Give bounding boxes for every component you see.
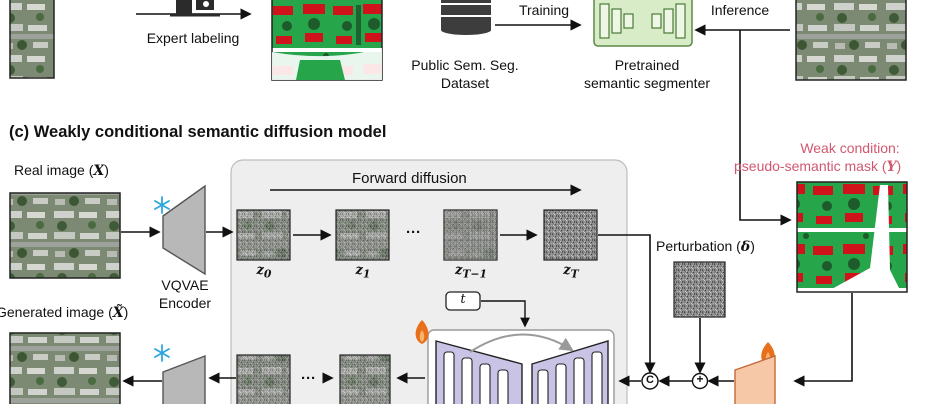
real-image-label: Real image (X) [14,162,109,179]
inference-label: Inference [710,2,770,18]
reverse-ellipsis: ··· [301,370,316,387]
pretrained-label-line1: Pretrained [614,57,680,73]
vqvae-encoder-block [162,184,206,276]
training-label: Training [518,2,570,18]
denoised-latent-2 [339,354,391,404]
latent-label-z0: z0 [256,263,272,281]
top-right-aerial-image [795,0,907,81]
time-step-label: t [460,292,466,307]
forward-diffusion-label: Forward diffusion [352,170,467,187]
vqvae-decoder-block [162,354,206,404]
latent-label-z1: z1 [355,263,371,281]
weak-condition-label-line1: Weak condition: [800,140,900,156]
generated-image [9,332,121,404]
time-step-box [445,291,481,311]
weak-condition-label-line2: pseudo-semantic mask (Y) [734,158,902,175]
latent-label-zT: zT [563,263,579,281]
latent-z0 [236,209,291,261]
public-dataset-label-line2: Dataset [440,75,490,91]
snowflake-icon [154,196,170,214]
mask-to-cond-encoder-line [793,293,853,387]
pretrained-segmenter-block [593,0,693,47]
denoised-latent-1 [236,354,291,404]
vqvae-encoder-label-line2: Encoder [158,295,212,311]
add-symbol: + [696,372,704,386]
zT-to-concat-line [598,234,656,374]
time-step-arrow [481,300,530,328]
perturbation-noise [673,261,726,318]
concat-symbol: C [646,374,654,386]
latent-zT [543,209,598,261]
latent-z1 [335,209,390,261]
public-dataset-label-line1: Public Sem. Seg. [411,57,519,73]
latent-zT-minus-1-noise-overlay [444,210,497,260]
concat-node [641,372,659,390]
database-icon [441,0,491,35]
expert-labeling-label: Expert labeling [146,30,240,46]
flame-icon [415,320,429,344]
add-node [691,372,709,390]
snowflake-icon [154,344,170,362]
real-image [9,192,121,279]
top-left-aerial-image [9,0,55,79]
latent-label-zT-minus-1: zT−1 [454,263,488,281]
segmenter-to-condition-line [739,30,792,226]
pretrained-label-line2: semantic segmenter [583,75,711,91]
perturbation-label: Perturbation (δ) [656,238,755,255]
expert-person-icon [170,0,220,17]
vqvae-encoder-label-line1: VQVAE [161,277,209,293]
condition-encoder-block [734,355,776,404]
denoising-unet-block [427,329,615,404]
weak-condition-mask-image [796,181,908,293]
top-expert-mask-image [271,0,383,81]
forward-ellipsis: ··· [406,224,421,241]
generated-image-label: Generated image (X̃) [0,304,129,321]
section-c-title: (c) Weakly conditional semantic diffusio… [9,123,387,141]
